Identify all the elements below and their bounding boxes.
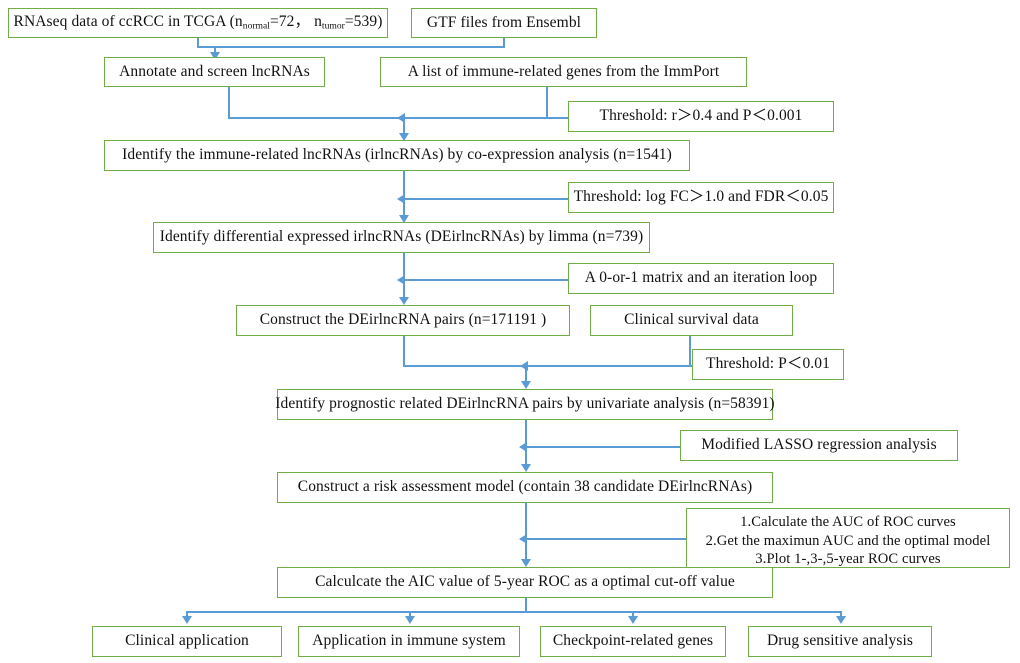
arrow-to-deirlncrnas — [399, 215, 409, 223]
node-aic-value: Calculcate the AIC value of 5-year ROC a… — [277, 567, 773, 598]
connector-threshold-r-arrow-line — [404, 117, 570, 119]
connector-threshold-p-line — [527, 365, 694, 367]
arrow-to-aic — [521, 559, 531, 567]
arrow-to-irlncrnas — [399, 133, 409, 141]
node-drug-analysis-label: Drug sensitive analysis — [766, 632, 914, 650]
connector-fanout-2 — [409, 611, 411, 619]
connector-threshold-logfc-line — [404, 198, 570, 200]
connector-row1-to-annotate — [214, 46, 216, 56]
node-risk-model-label: Construct a risk assessment model (conta… — [297, 478, 753, 496]
node-immune-application: Application in immune system — [298, 626, 520, 657]
connector-gtf-down — [503, 38, 505, 47]
node-roc-steps: 1.Calculate the AUC of ROC curves 2.Get … — [686, 508, 1010, 568]
arrow-to-checkpoint-genes — [628, 616, 638, 624]
connector-row2-merge-bar — [228, 117, 548, 119]
node-annotate-screen-label: Annotate and screen lncRNAs — [119, 62, 310, 80]
arrow-matrix-loop-into-flow — [397, 275, 405, 285]
connector-fanout-bar — [186, 611, 842, 613]
node-gtf-files: GTF files from Ensembl — [411, 8, 597, 38]
connector-to-prognostic — [525, 365, 527, 384]
arrow-roc-steps-into-flow — [519, 534, 527, 544]
arrow-to-drug-analysis — [836, 616, 846, 624]
node-risk-model: Construct a risk assessment model (conta… — [277, 472, 773, 503]
node-identify-prognostic: Identify prognostic related DEirlncRNA p… — [275, 389, 775, 420]
connector-clinical-survival-down — [689, 336, 691, 366]
node-rnaseq-data: RNAseq data of ccRCC in TCGA (nnormal=72… — [8, 8, 388, 38]
node-annotate-screen: Annotate and screen lncRNAs — [104, 57, 325, 87]
connector-annotate-down — [228, 87, 230, 118]
node-immport-list-label: A list of immune-related genes from the … — [407, 62, 720, 80]
node-construct-pairs-label: Construct the DEirlncRNA pairs (n=171191… — [259, 311, 547, 329]
node-construct-pairs: Construct the DEirlncRNA pairs (n=171191… — [236, 305, 570, 336]
node-threshold-p-label: Threshold: P＜0.01 — [706, 355, 830, 373]
node-rnaseq-data-label: RNAseq data of ccRCC in TCGA (nnormal=72… — [13, 13, 383, 33]
connector-fanout-3 — [632, 611, 634, 619]
connector-construct-pairs-down — [403, 336, 405, 366]
connector-fanout-1 — [186, 611, 188, 619]
connector-roc-steps-line — [526, 538, 688, 540]
arrow-to-annotate — [210, 52, 220, 60]
node-identify-irlncrnas: Identify the immune-related lncRNAs (irl… — [104, 140, 690, 171]
arrow-to-risk-model — [521, 464, 531, 472]
connector-row1-merge-bar — [197, 46, 505, 48]
arrow-to-immune-application — [405, 616, 415, 624]
node-immport-list: A list of immune-related genes from the … — [380, 57, 747, 87]
arrow-threshold-r-into-flow — [397, 113, 405, 123]
node-threshold-r-label: Threshold: r＞0.4 and P＜0.001 — [599, 107, 803, 125]
node-roc-steps-line3: 3.Plot 1-,3-,5-year ROC curves — [755, 551, 941, 568]
node-matrix-loop-label: A 0-or-1 matrix and an iteration loop — [584, 269, 818, 287]
node-threshold-logfc: Threshold: log FC＞1.0 and FDR＜0.05 — [568, 182, 834, 213]
subscript-tumor: tumor — [321, 21, 345, 33]
node-clinical-application: Clinical application — [92, 626, 282, 657]
node-roc-steps-line2: 2.Get the maximun AUC and the optimal mo… — [705, 532, 991, 549]
subscript-normal: normal — [242, 21, 270, 33]
connector-fanout-4 — [840, 611, 842, 619]
node-gtf-files-label: GTF files from Ensembl — [426, 13, 582, 31]
arrow-threshold-logfc-into-flow — [397, 194, 405, 204]
node-identify-irlncrnas-label: Identify the immune-related lncRNAs (irl… — [122, 146, 672, 164]
node-identify-deirlncrnas: Identify differential expressed irlncRNA… — [153, 222, 650, 253]
arrow-lasso-into-flow — [519, 442, 527, 452]
node-threshold-p: Threshold: P＜0.01 — [692, 349, 844, 380]
node-identify-prognostic-label: Identify prognostic related DEirlncRNA p… — [275, 395, 775, 413]
arrow-to-clinical-application — [182, 616, 192, 624]
node-roc-steps-line1: 1.Calculate the AUC of ROC curves — [740, 514, 956, 530]
connector-lasso-line — [526, 446, 682, 448]
connector-aic-down — [525, 598, 527, 612]
node-lasso: Modified LASSO regression analysis — [680, 430, 958, 461]
node-drug-analysis: Drug sensitive analysis — [748, 626, 932, 657]
node-lasso-label: Modified LASSO regression analysis — [701, 436, 937, 454]
node-immune-application-label: Application in immune system — [312, 632, 506, 650]
node-identify-deirlncrnas-label: Identify differential expressed irlncRNA… — [159, 228, 644, 246]
node-threshold-logfc-label: Threshold: log FC＞1.0 and FDR＜0.05 — [573, 188, 829, 206]
node-checkpoint-genes: Checkpoint-related genes — [540, 626, 726, 657]
arrow-threshold-p-into-flow — [520, 361, 528, 371]
connector-rnaseq-down — [197, 38, 199, 47]
node-threshold-r: Threshold: r＞0.4 and P＜0.001 — [568, 101, 834, 132]
connector-to-irlncrnas — [403, 117, 405, 136]
connector-matrix-loop-line — [404, 279, 570, 281]
node-checkpoint-genes-label: Checkpoint-related genes — [552, 632, 714, 650]
node-aic-value-label: Calculcate the AIC value of 5-year ROC a… — [315, 573, 735, 591]
node-clinical-survival: Clinical survival data — [590, 305, 793, 336]
node-clinical-application-label: Clinical application — [125, 632, 249, 650]
arrow-to-construct-pairs — [399, 297, 409, 305]
node-matrix-loop: A 0-or-1 matrix and an iteration loop — [568, 263, 834, 294]
node-clinical-survival-label: Clinical survival data — [624, 311, 759, 329]
connector-immport-down — [546, 87, 548, 118]
arrow-to-prognostic — [521, 381, 531, 389]
